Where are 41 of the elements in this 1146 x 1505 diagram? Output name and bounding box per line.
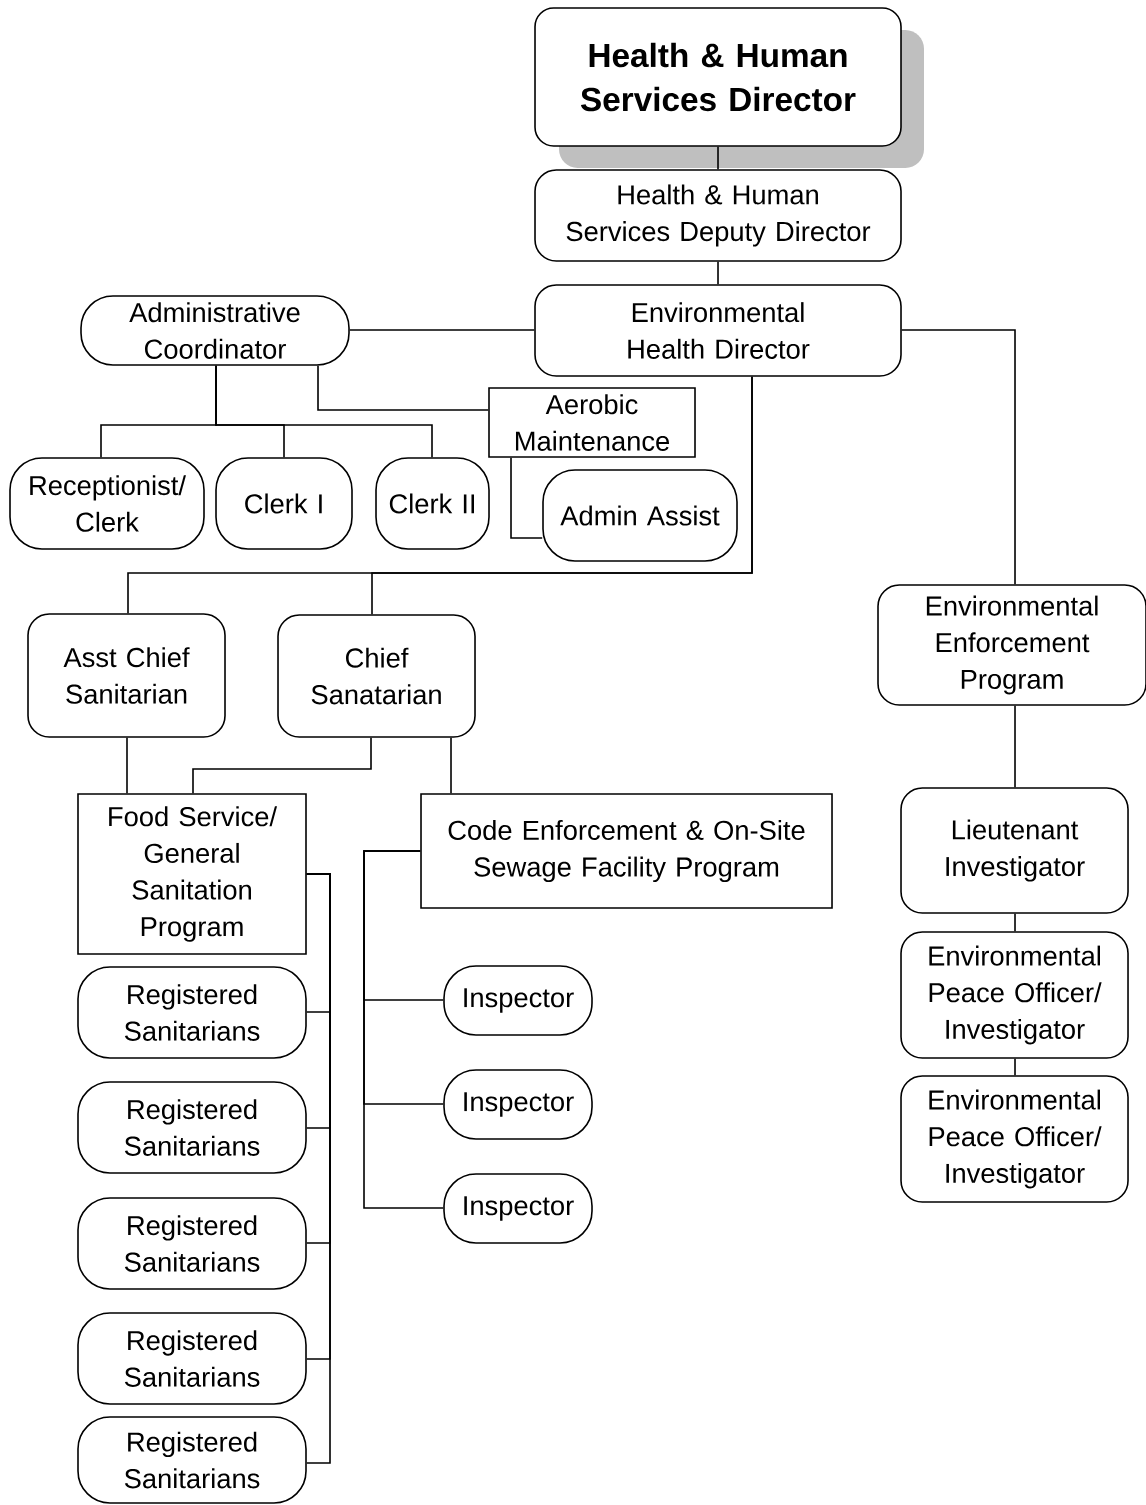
connector-line <box>215 365 433 458</box>
position-box: Clerk I <box>215 457 353 550</box>
position-box: Administrative Coordinator <box>80 295 350 366</box>
connector-line <box>192 737 372 794</box>
position-box: Clerk II <box>375 457 490 550</box>
position-box: Environmental Peace Officer/ Investigator <box>900 931 1129 1059</box>
position-box: Asst Chief Sanitarian <box>27 613 226 738</box>
connector-line <box>510 457 543 539</box>
position-box: Registered Sanitarians <box>77 1081 307 1174</box>
connector-line <box>126 737 128 794</box>
position-box: Lieutenant Investigator <box>900 787 1129 914</box>
position-box: Registered Sanitarians <box>77 966 307 1059</box>
position-box: Inspector <box>443 965 593 1036</box>
connector-line <box>363 850 444 1209</box>
position-box: Registered Sanitarians <box>77 1197 307 1290</box>
position-box: Registered Sanitarians <box>77 1416 307 1504</box>
connector-line <box>317 365 489 411</box>
connector-line <box>1014 1058 1016 1076</box>
position-box: Inspector <box>443 1069 593 1140</box>
position-box: Health & Human Services Deputy Director <box>534 169 902 262</box>
position-box: Receptionist/ Clerk <box>9 457 205 550</box>
connector-line <box>717 261 719 285</box>
connector-line <box>349 329 535 331</box>
position-box: Environmental Health Director <box>534 284 902 377</box>
connector-line <box>306 873 331 1464</box>
position-box: Admin Assist <box>542 469 738 562</box>
connector-line <box>1014 913 1016 932</box>
connector-line <box>371 376 753 615</box>
connector-line <box>901 329 1016 585</box>
position-box: Registered Sanitarians <box>77 1312 307 1405</box>
connector-line <box>1014 705 1016 788</box>
program-box: Aerobic Maintenance <box>488 387 696 458</box>
position-box: Chief Sanatarian <box>277 614 476 738</box>
position-box: Environmental Peace Officer/ Investigator <box>900 1075 1129 1203</box>
position-box: Inspector <box>443 1173 593 1244</box>
connector-line <box>450 737 452 794</box>
connector-line <box>717 146 719 170</box>
program-box: Code Enforcement & On-Site Sewage Facility Program <box>420 793 833 909</box>
position-box: Environmental Enforcement Program <box>877 584 1146 706</box>
program-box: Food Service/ General Sanitation Program <box>77 793 307 955</box>
director-box: Health & Human Services Director <box>534 7 924 168</box>
